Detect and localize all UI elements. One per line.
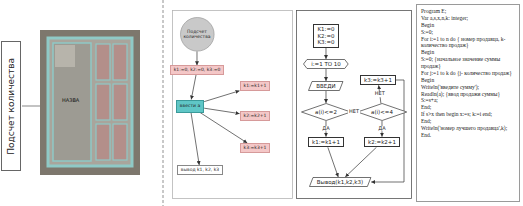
circle-shape [180, 17, 214, 51]
connector [345, 147, 376, 177]
edge-label: НЕТ [374, 92, 386, 98]
node-text: K1:=0 [317, 26, 334, 33]
leader-line [22, 106, 40, 107]
flowchart-panel [297, 11, 412, 199]
connector [191, 113, 199, 166]
code-line: S:=0; [421, 29, 433, 36]
init-box: K1:=0K2:=0K3:=0 [313, 24, 338, 48]
node-text: k2:=k2+1 [368, 139, 396, 146]
connector [326, 69, 327, 81]
divider-line [163, 0, 164, 206]
node-text: Вывод(k1,k2,k3) [317, 179, 363, 186]
code-line: Begin [421, 49, 434, 56]
process-box: k2:=k2+1 [240, 111, 271, 121]
process-box: k2:=k2+1 [364, 137, 400, 148]
start-circle: Подсчет количества [180, 17, 215, 52]
loop-hexagon: i:=1 TO 10 [303, 59, 349, 69]
window-cell [113, 84, 127, 120]
input-box: ввести a [176, 100, 204, 113]
code-line: Readln(a); {ввод продажи суммы} [421, 91, 500, 98]
node-text: ввести a [180, 103, 200, 108]
node-text: K2:=0 [317, 33, 334, 40]
process-box: k3:=k3+1 [360, 75, 396, 86]
connector [371, 80, 404, 182]
code-line: S:=s+a; [421, 97, 438, 104]
node-text: ВВЕДИ [316, 83, 335, 90]
connector [196, 51, 197, 65]
node-text: вывод k1, k2, k3 [181, 167, 219, 172]
code-line: Writeln('введите сумму'); [421, 84, 479, 91]
code-line: Program E; [421, 8, 446, 15]
process-box: k1:=k1+1 [308, 137, 344, 148]
node-text: k3:=k3+1 [364, 77, 392, 84]
edge-label: НЕТ [348, 109, 360, 115]
process-box: k1:=k1+1 [240, 81, 271, 91]
window-cell [113, 124, 127, 160]
decision-diamond: a(i)<=2 [301, 103, 351, 121]
code-line: For i:=1 to n do { номер продавца, k-кол… [421, 36, 515, 50]
glass-panel [53, 43, 91, 161]
process-box: k1:=0, k2:=0, k3:=0 [170, 65, 225, 74]
node-text: a(i)<=4 [371, 109, 393, 116]
code-line: Var a,s,x,n,k: integer; [421, 15, 468, 22]
node-text: Подсчет количества [6, 58, 17, 155]
node-text: Подсчет количества [183, 29, 212, 40]
window-frame [48, 38, 132, 166]
output-box: вывод k1, k2, k3 [177, 165, 223, 175]
glass-highlight [55, 45, 75, 67]
code-line: End. [421, 132, 431, 139]
parallelogram-shape [309, 178, 370, 187]
code-line: Begin [421, 77, 434, 84]
parallelogram-shape [309, 82, 343, 91]
output-parallelogram: Вывод(k1,k2,k3) [309, 177, 371, 187]
node-text: k1:=k1+1 [312, 139, 340, 146]
window-cell [96, 124, 110, 160]
code-line: S:=0; {начальное значение суммы продаж} [421, 56, 515, 70]
decision-diamond: a(i)<=4 [357, 103, 407, 121]
diamond-shape [301, 104, 350, 121]
node-text: k3:=k3+1 [244, 145, 267, 150]
window-cell [96, 84, 110, 120]
hexagon-shape [304, 60, 349, 69]
code-line: For j:=1 to k do {j- количество продаж} [421, 70, 512, 77]
flowchart-panel [173, 11, 293, 199]
node-text: i:=1 TO 10 [311, 61, 341, 68]
photo-background [40, 30, 140, 175]
connector [204, 108, 239, 113]
connector [325, 91, 326, 103]
window-cell [113, 44, 127, 80]
code-line: Begin [421, 22, 434, 29]
node-text: k1:=0, k2:=0, k3:=0 [174, 67, 221, 72]
code-line: If s>x then begin x:=s; k:=i end; [421, 111, 492, 118]
code-line: Writeln('номер лучшего продавца',k); [421, 125, 507, 132]
input-parallelogram: ВВЕДИ [308, 81, 343, 91]
node-text: k2:=k2+1 [244, 113, 267, 118]
diamond-shape [357, 104, 406, 121]
process-box: k3:=k3+1 [240, 143, 271, 153]
title-box: Подсчет количества [1, 41, 21, 171]
connector [204, 91, 239, 102]
edge-label: ДА [377, 126, 386, 132]
code-line: End; [421, 118, 431, 125]
photo-label: НАЗВА [62, 98, 79, 104]
node-text: a(i)<=2 [315, 109, 337, 116]
node-text: K3:=0 [317, 39, 334, 46]
code-line: End; [421, 104, 431, 111]
connector [325, 48, 326, 59]
code-listing: Program E;Var a,s,x,n,k: integer;BeginS:… [416, 4, 520, 202]
connector [328, 147, 338, 177]
edge-label: ДА [321, 126, 330, 132]
node-text: k1:=k1+1 [244, 83, 267, 88]
window-cell [96, 44, 110, 80]
connector [191, 75, 196, 100]
